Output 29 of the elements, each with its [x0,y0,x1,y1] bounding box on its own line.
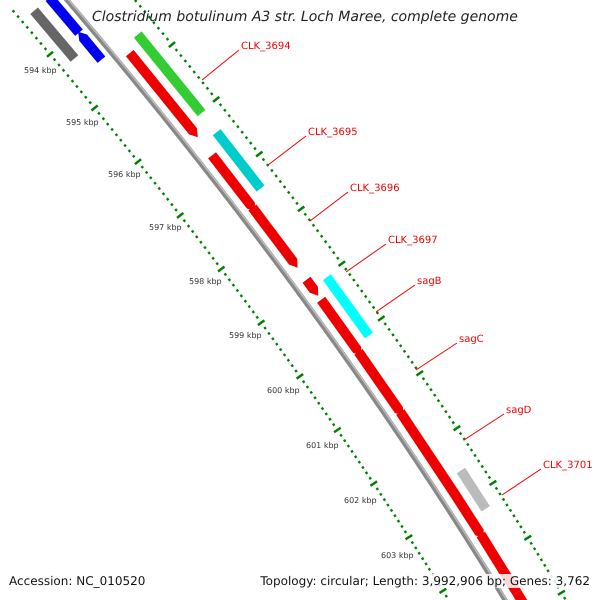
leader-line [202,50,240,80]
leader-line [268,136,306,166]
gene-label: CLK_3696 [350,183,400,194]
leader-line [346,244,386,272]
gene-label: sagD [506,405,532,416]
tick-label: 600 kbp [267,386,300,395]
tick-label: 595 kbp [66,118,99,127]
tick-label: 594 kbp [24,66,57,75]
genome-stats-note: Topology: circular; Length: 3,992,906 bp; Genes: 3,762 [260,574,590,588]
gene-label: CLK_3695 [308,127,358,138]
tick-label: 598 kbp [189,277,222,286]
leader-line [310,192,348,222]
tick-label: 596 kbp [108,170,141,179]
tick-label: 597 kbp [149,223,182,232]
tick-label: 599 kbp [229,331,262,340]
gene-label: sagC [459,334,484,345]
gene-label: sagB [417,276,442,287]
tick-label: 602 kbp [344,496,377,505]
leader-line [502,468,542,496]
accession-note: Accession: NC_010520 [9,574,146,588]
tick-label: 603 kbp [381,551,414,560]
gene-label: CLK_3701 [543,460,593,471]
tick-label: 601 kbp [306,441,339,450]
leader-line [376,284,416,312]
gene-label: CLK_3694 [241,41,291,52]
gene-label: CLK_3697 [388,235,438,246]
title: Clostridium botulinum A3 str. Loch Maree, complete genome [92,9,518,25]
leader-line [416,342,458,370]
leader-line [464,414,504,440]
